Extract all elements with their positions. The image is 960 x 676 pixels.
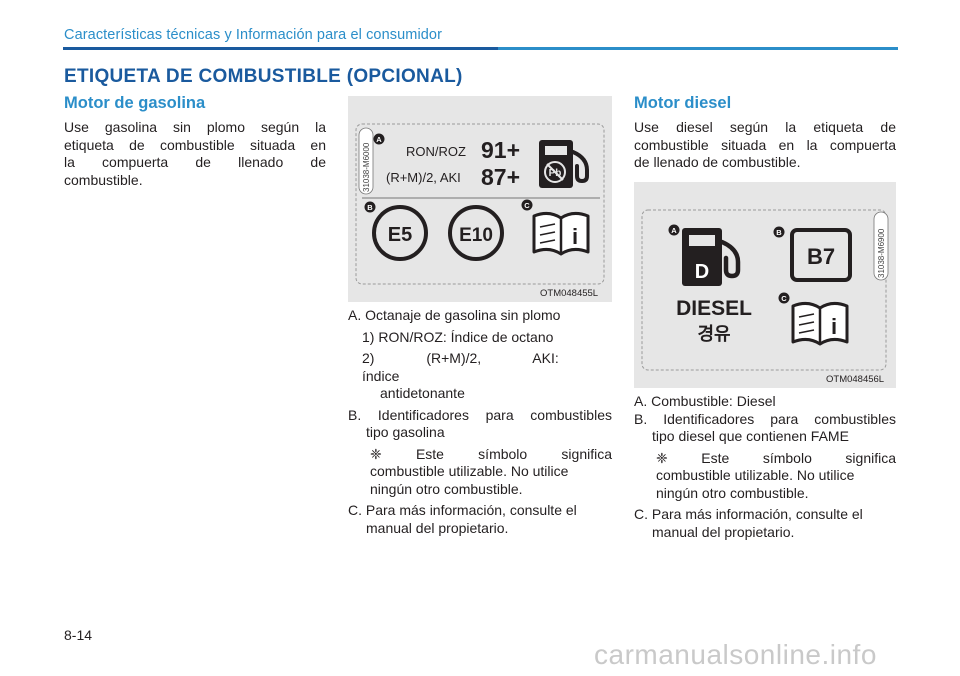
diesel-text: DIESEL <box>676 297 752 320</box>
page-number: 8-14 <box>64 627 93 643</box>
note-line: ❈ Este símbolo significa <box>370 445 612 462</box>
note-line: ningún otro combustible. <box>656 484 809 501</box>
diesel-label-figure: A D DIESEL 경유 B B7 C i 31038-M6900 <box>634 182 896 388</box>
item-text: 2) (R+M)/2, AKI: índice <box>362 350 559 384</box>
e5-circle <box>372 205 428 261</box>
svg-text:i: i <box>831 314 837 339</box>
gasoline-label-figure: 31038-M6000 A RON/ROZ 91+ (R+M)/2, AKI 8… <box>348 96 612 302</box>
e10-circle <box>448 205 504 261</box>
aki-value: 87+ <box>481 164 520 190</box>
item-line: 2) (R+M)/2, AKI: índice <box>362 350 612 385</box>
diesel-figure-caption: OTM048456L <box>826 374 885 385</box>
item-line: C. Para más información, consulte el <box>348 502 577 518</box>
diesel-intro: Use diesel según la etiqueta de combusti… <box>634 119 896 172</box>
item-line: C. Para más información, consulte el <box>634 506 863 522</box>
header-rule-dark <box>63 47 498 50</box>
gasoline-figure-caption: OTM048455L <box>540 288 599 299</box>
label-code: 31038-M6000 <box>362 142 371 192</box>
intro-line: la compuerta de llenado de <box>64 154 326 170</box>
marker-b: B <box>367 203 373 212</box>
manual-book-icon: i <box>791 301 849 346</box>
intro-line: combustible situada en la compuerta <box>634 136 896 153</box>
intro-line: combustible. <box>64 171 143 188</box>
fuel-pump-icon <box>539 140 589 188</box>
korean-text: 경유 <box>697 324 730 344</box>
aki-label: (R+M)/2, AKI <box>386 170 461 185</box>
list-item: A. Octanaje de gasolina sin plomo <box>348 307 561 323</box>
item-line: manual del propietario. <box>366 519 509 536</box>
page-title: ETIQUETA DE COMBUSTIBLE (OPCIONAL) <box>64 66 463 87</box>
gasoline-legend: A. Octanaje de gasolina sin plomo 1) RON… <box>348 307 612 537</box>
marker-a: A <box>376 135 382 144</box>
pump-letter: D <box>695 261 709 283</box>
list-item: A. Combustible: Diesel <box>634 393 776 409</box>
note-line: combustible utilizable. No utilice <box>370 463 569 479</box>
intro-line: Use gasolina sin plomo según la <box>64 119 326 135</box>
header-rule-light <box>498 47 898 50</box>
list-note: ❈ Este símbolo significa combustible uti… <box>348 446 612 499</box>
list-note: ❈ Este símbolo significa combustible uti… <box>634 450 896 503</box>
intro-line: etiqueta de combustible situada en <box>64 136 326 153</box>
list-item: C. Para más información, consulte el man… <box>348 502 612 537</box>
item-line: tipo gasolina <box>366 424 445 440</box>
diesel-legend: A. Combustible: Diesel B. Identificadore… <box>634 393 896 541</box>
item-line: B. Identificadores para combustibles <box>634 410 896 427</box>
list-item: 2) (R+M)/2, AKI: índice antidetonante <box>348 350 612 403</box>
gasoline-intro: Use gasolina sin plomo según la etiqueta… <box>64 119 326 189</box>
b7-box <box>790 228 852 282</box>
pb-text: Pb <box>549 168 562 179</box>
list-item: C. Para más información, consulte el man… <box>634 506 896 541</box>
intro-line: de llenado de combustible. <box>634 154 801 170</box>
note-line: ningún otro combustible. <box>370 480 523 497</box>
ron-label: RON/ROZ <box>406 144 466 159</box>
marker-c: C <box>781 294 787 303</box>
label-code: 31038-M6900 <box>877 228 886 278</box>
manual-book-icon: i <box>532 211 590 256</box>
list-item: B. Identificadores para combustibles tip… <box>634 411 896 446</box>
list-item: B. Identificadores para combustibles tip… <box>348 407 612 442</box>
svg-text:i: i <box>572 224 578 249</box>
gasoline-label-illustration: 31038-M6000 A RON/ROZ 91+ (R+M)/2, AKI 8… <box>355 123 605 285</box>
b7-text: B7 <box>807 244 835 269</box>
e5-text: E5 <box>388 224 412 246</box>
item-line: tipo diesel que contienen FAME <box>652 428 849 444</box>
ron-value: 91+ <box>481 137 520 163</box>
diesel-heading: Motor diesel <box>634 94 732 112</box>
marker-b: B <box>776 228 782 237</box>
diesel-label-illustration: A D DIESEL 경유 B B7 C i 31038-M6900 <box>641 209 889 371</box>
note-line: combustible utilizable. No utilice <box>656 467 855 483</box>
item-line: B. Identificadores para combustibles <box>348 406 612 423</box>
marker-c: C <box>524 201 530 210</box>
intro-line: Use diesel según la etiqueta de <box>634 119 896 135</box>
item-line: antidetonante <box>380 385 465 401</box>
marker-a: A <box>671 226 677 235</box>
diesel-pump-icon <box>682 228 741 286</box>
section-header: Características técnicas y Información p… <box>64 27 443 43</box>
list-item: 1) RON/ROZ: Índice de octano <box>362 328 554 345</box>
e10-text: E10 <box>459 225 493 246</box>
note-line: ❈ Este símbolo significa <box>656 449 896 466</box>
watermark: carmanualsonline.info <box>594 639 877 670</box>
gasoline-heading: Motor de gasolina <box>64 94 206 112</box>
item-line: manual del propietario. <box>652 523 795 540</box>
